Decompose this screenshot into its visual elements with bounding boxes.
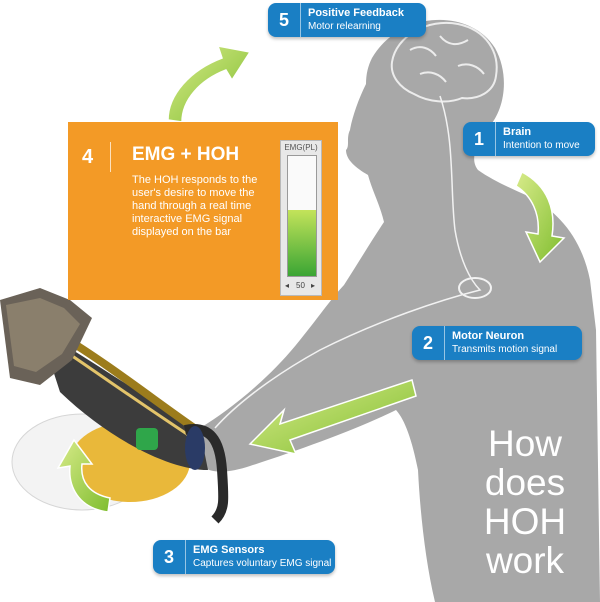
step-subtitle: Captures voluntary EMG signal bbox=[193, 558, 332, 569]
arrow-to-step-5 bbox=[167, 45, 252, 123]
step-subtitle: Motor relearning bbox=[308, 21, 381, 32]
step-title: EMG + HOH bbox=[132, 144, 240, 165]
step-number: 3 bbox=[153, 540, 186, 574]
nerve-pathway bbox=[214, 95, 482, 429]
heading-line: How bbox=[487, 423, 563, 464]
step-1-badge: 1 Brain Intention to move bbox=[463, 122, 595, 156]
step-5-badge: 5 Positive Feedback Motor relearning bbox=[268, 3, 426, 37]
how-does-hoh-work-heading: How does HOH work bbox=[470, 424, 580, 580]
heading-line: work bbox=[485, 540, 565, 581]
emg-bar-label: EMG(PL) bbox=[284, 143, 318, 152]
heading-line: does bbox=[484, 462, 566, 503]
step-number: 4 bbox=[82, 142, 111, 172]
hoh-exoskeleton bbox=[0, 288, 229, 524]
emg-value: 50 bbox=[296, 281, 305, 290]
step-4-panel: 4 EMG + HOH The HOH responds to the user… bbox=[68, 122, 338, 300]
step-title: EMG Sensors bbox=[193, 544, 265, 556]
flow-arrows bbox=[56, 45, 566, 513]
spinal-cord-icon bbox=[458, 277, 492, 299]
step-number: 5 bbox=[268, 3, 301, 37]
step-title: Motor Neuron bbox=[452, 330, 525, 342]
step-subtitle: Intention to move bbox=[503, 140, 580, 151]
step-title: Positive Feedback bbox=[308, 7, 404, 19]
step-title: Brain bbox=[503, 126, 532, 138]
brain-outline bbox=[390, 21, 498, 103]
step-number: 2 bbox=[412, 326, 445, 360]
step-subtitle: Transmits motion signal bbox=[452, 344, 558, 355]
arrow-to-sensors bbox=[248, 379, 417, 456]
step-description: The HOH responds to the user's desire to… bbox=[132, 174, 258, 238]
emg-value-row: ◂ 50 ▸ bbox=[285, 281, 317, 292]
step-3-badge: 3 EMG Sensors Captures voluntary EMG sig… bbox=[153, 540, 335, 574]
arrow-to-exoskeleton bbox=[56, 438, 111, 513]
arrow-brain-to-neuron bbox=[515, 170, 566, 264]
step-number: 1 bbox=[463, 122, 496, 156]
emg-bar-fill bbox=[288, 210, 316, 276]
emg-bar-track bbox=[287, 155, 317, 277]
emg-level-bar: EMG(PL) ◂ 50 ▸ bbox=[280, 140, 322, 296]
heading-line: HOH bbox=[483, 501, 567, 542]
human-silhouette bbox=[200, 19, 600, 602]
step-2-badge: 2 Motor Neuron Transmits motion signal bbox=[412, 326, 582, 360]
increase-arrow-icon: ▸ bbox=[311, 281, 316, 290]
decrease-arrow-icon: ◂ bbox=[285, 281, 290, 290]
